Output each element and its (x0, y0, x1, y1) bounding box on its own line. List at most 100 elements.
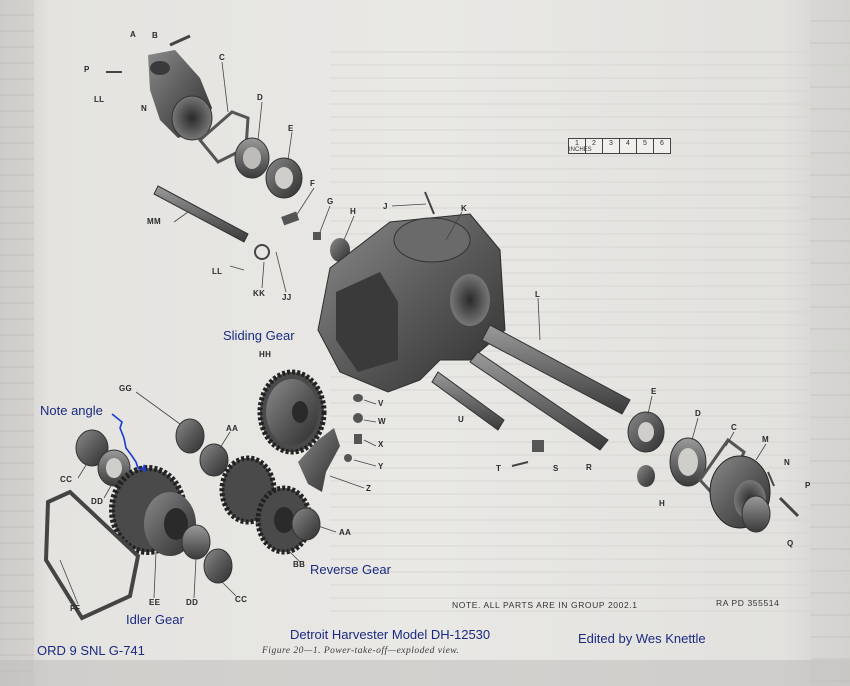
page-edge-left (0, 0, 34, 686)
reverse-gear-bb (219, 455, 313, 555)
part-label: CC (235, 595, 248, 604)
part-label: T (496, 464, 502, 473)
page-bottom-shadow (0, 660, 850, 686)
pin-n-right (767, 471, 775, 487)
part-label: CC (60, 475, 73, 484)
part-label: Y (378, 462, 384, 471)
part-s (532, 440, 544, 452)
part-label: JJ (282, 293, 292, 302)
part-x (354, 434, 362, 444)
bearing-cc-left (75, 429, 109, 467)
part-label: L (535, 290, 541, 299)
figure-caption: Figure 20—1. Power-take-off—exploded vie… (262, 646, 460, 656)
part-label: LL (212, 267, 223, 276)
main-housing-k (317, 213, 506, 393)
bolt-p-right (778, 496, 800, 518)
part-label: B (152, 31, 159, 40)
part-label: H (659, 499, 666, 508)
part-label: X (378, 440, 384, 449)
scale-tick: 5 (637, 139, 654, 153)
part-label: D (695, 409, 702, 418)
part-label: AA (226, 424, 239, 433)
bolt-b (169, 34, 191, 47)
parts-group-note: NOTE. ALL PARTS ARE IN GROUP 2002.1 (452, 600, 638, 610)
shaft-r (469, 351, 609, 451)
bearing-e-right-bore (638, 422, 654, 442)
part-label: MM (147, 217, 161, 226)
part-label: DD (186, 598, 199, 607)
part-label: J (383, 202, 388, 211)
idler-gear-annotation: Idler Gear (126, 612, 184, 627)
part-v (353, 394, 363, 402)
part-label: HH (259, 350, 272, 359)
part-label: EE (149, 598, 161, 607)
seal-q (741, 495, 771, 533)
race-d-right-bore (678, 448, 698, 476)
part-y (344, 454, 352, 462)
shift-fork-z (298, 428, 340, 492)
part-label: P (84, 65, 90, 74)
part-label: M (762, 435, 769, 444)
part-label: V (378, 399, 384, 408)
part-label: S (553, 464, 559, 473)
bearing-e-top-bore (275, 167, 293, 189)
shaft-l (481, 324, 631, 415)
model-annotation: Detroit Harvester Model DH-12530 (290, 627, 491, 642)
part-label: W (378, 417, 386, 426)
housing-a (148, 50, 213, 141)
sliding-gear-annotation: Sliding Gear (223, 328, 295, 343)
part-label: DD (91, 497, 104, 506)
pin-t (511, 461, 529, 467)
part-label: U (458, 415, 465, 424)
part-label: N (784, 458, 791, 467)
cover-plate-ff (43, 489, 141, 621)
part-label: E (651, 387, 657, 396)
scale-tick: 3 (603, 139, 620, 153)
part-label: R (586, 463, 593, 472)
part-label: P (805, 481, 811, 490)
part-label: G (327, 197, 334, 206)
scale-tick: 4 (620, 139, 637, 153)
part-label: K (461, 204, 468, 213)
part-label: GG (119, 384, 133, 393)
part-label: C (219, 53, 226, 62)
bearing-cc-bottom (203, 548, 233, 584)
scale-tick: 2 (586, 139, 603, 153)
bearing-gg (175, 418, 205, 454)
part-label: D (257, 93, 264, 102)
part-label: C (731, 423, 738, 432)
bearing-aa-top (199, 443, 229, 477)
part-label: KK (253, 289, 266, 298)
part-label: FF (70, 604, 81, 613)
bearing-h-right (637, 465, 655, 487)
page-edge-right (810, 0, 850, 686)
part-label: F (310, 179, 316, 188)
part-label: AA (339, 528, 352, 537)
part-f (281, 211, 300, 226)
gasket-c-top (197, 110, 250, 164)
sliding-gear-hh (257, 369, 327, 455)
scale-tick: 1 (569, 139, 586, 153)
part-label: BB (293, 560, 306, 569)
scale-unit: INCHES (569, 147, 592, 153)
ring-kk (254, 244, 270, 260)
shaft-u (431, 371, 505, 431)
part-label: E (288, 124, 294, 133)
part-label: Q (787, 539, 794, 548)
bearing-aa-bottom (291, 507, 321, 541)
ord-reference: ORD 9 SNL G-741 (37, 643, 145, 658)
note-angle-annotation: Note angle (40, 403, 103, 418)
bolt-j (424, 191, 435, 215)
part-label: Z (366, 484, 372, 493)
inch-scale: 1 2 3 4 5 6 (568, 138, 671, 154)
shaft-mm (153, 185, 249, 243)
race-d-top-bore (243, 147, 261, 169)
editor-credit: Edited by Wes Knettle (578, 631, 706, 646)
reverse-gear-annotation: Reverse Gear (310, 562, 391, 577)
part-w (353, 413, 363, 423)
part-label: H (350, 207, 357, 216)
ra-code: RA PD 355514 (716, 598, 780, 608)
leader-lines (59, 61, 767, 605)
